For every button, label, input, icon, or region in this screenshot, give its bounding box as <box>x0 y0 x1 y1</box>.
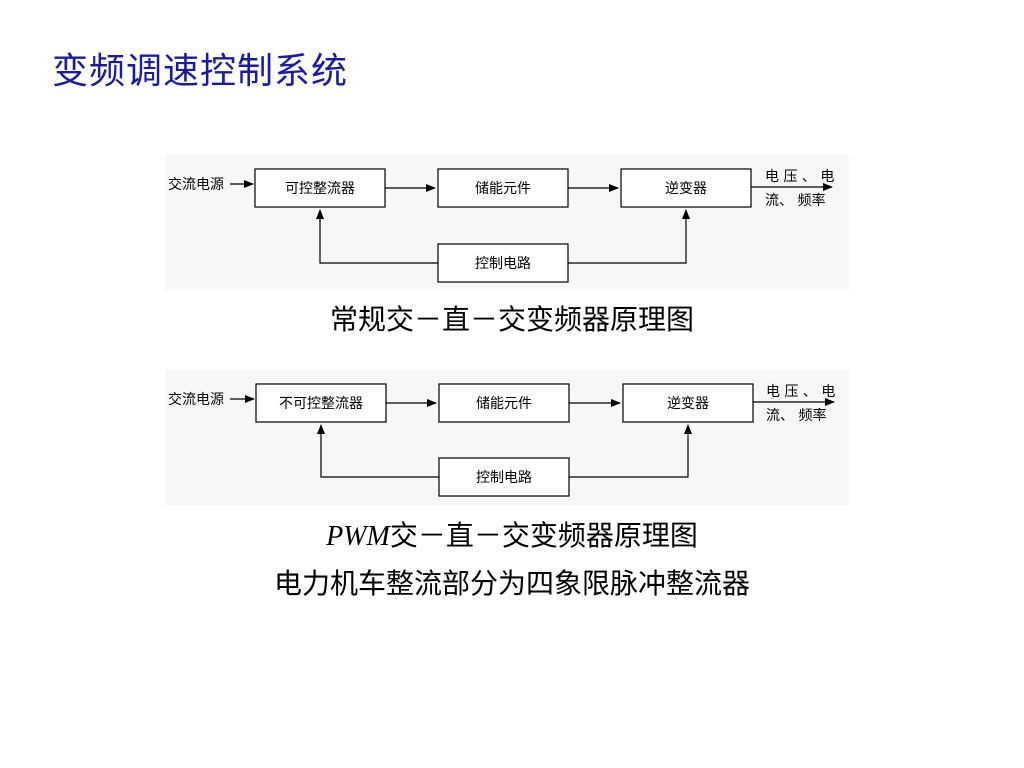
arrow-control-rectifier <box>317 424 439 478</box>
slide-title: 变频调速控制系统 <box>52 51 349 92</box>
rectifier-label: 可控整流器 <box>285 181 355 197</box>
inverter-box <box>622 383 754 423</box>
storage-label: 储能元件 <box>476 396 532 412</box>
storage-box <box>438 383 570 423</box>
output-label-line2: 流、 频率 <box>766 407 826 424</box>
inverter-label: 逆变器 <box>667 396 709 412</box>
storage-label: 储能元件 <box>475 181 531 197</box>
control-label: 控制电路 <box>475 256 531 272</box>
diagram-pwm: 交流电源 不可控整流器 储能元件 逆变器 电 压 、 电 流、 频率 控制电路 <box>165 370 849 505</box>
rectifier-box <box>255 383 387 423</box>
rectifier-label: 不可控整流器 <box>279 396 363 412</box>
input-label: 交流电源 <box>168 391 224 408</box>
diagram-conventional: 交流电源 可控整流器 储能元件 逆变器 电 压 、 电 流、 频率 控制电路 <box>165 155 849 290</box>
output-label-line2: 流、 频率 <box>765 192 825 209</box>
output-label-line1: 电 压 、 电 <box>765 169 834 185</box>
caption-pwm-rest: 交－直－交变频器原理图 <box>389 519 698 552</box>
arrow-control-rectifier <box>316 209 438 264</box>
arrow-control-inverter <box>568 209 690 264</box>
control-label: 控制电路 <box>476 470 532 486</box>
inverter-label: 逆变器 <box>665 181 707 197</box>
control-box <box>438 457 570 497</box>
caption-conventional: 常规交－直－交变频器原理图 <box>329 303 694 336</box>
footer-text: 电力机车整流部分为四象限脉冲整流器 <box>273 567 750 600</box>
rectifier-box <box>254 168 386 208</box>
input-label: 交流电源 <box>168 176 224 193</box>
output-label-line1: 电 压 、 电 <box>766 384 835 400</box>
storage-box <box>437 168 569 208</box>
caption-pwm: PWM交－直－交变频器原理图 <box>0 522 1024 551</box>
arrow-control-inverter <box>569 424 692 478</box>
inverter-box <box>620 168 752 208</box>
caption-pwm-prefix: PWM <box>326 521 390 552</box>
